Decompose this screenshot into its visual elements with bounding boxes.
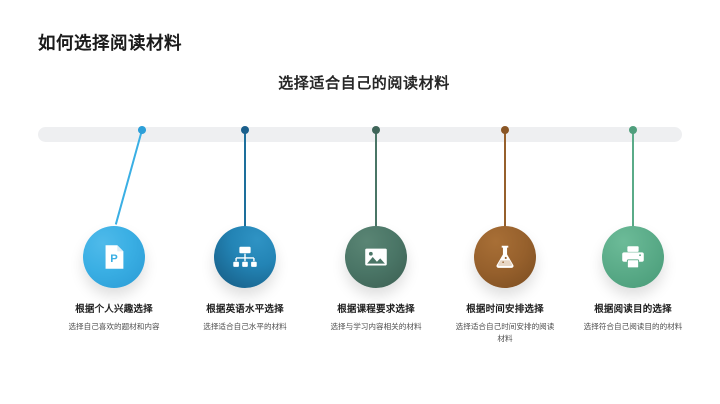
timeline-node-1[interactable]: P 根据个人兴趣选择 选择自己喜欢的题材和内容 [44, 226, 184, 333]
node-desc-2: 选择适合自己水平的材料 [203, 322, 287, 332]
connector-line-4 [501, 126, 509, 230]
svg-text:P: P [110, 253, 118, 265]
node-label-2: 根据英语水平选择 [206, 304, 284, 315]
timeline-node-5[interactable]: 根据阅读目的选择 选择符合自己阅读目的的材料 [563, 226, 703, 333]
connector-line-2 [241, 126, 249, 230]
printer-icon [618, 242, 648, 272]
file-presentation-icon: P [99, 242, 129, 272]
image-photo-icon [361, 242, 391, 272]
node-desc-5: 选择符合自己阅读目的的材料 [583, 322, 683, 332]
node-label-4: 根据时间安排选择 [466, 304, 544, 315]
node-icon-bubble-3[interactable] [345, 226, 407, 288]
node-label-3: 根据课程要求选择 [337, 304, 415, 315]
node-icon-bubble-2[interactable] [214, 226, 276, 288]
node-desc-4: 选择适合自己时间安排的阅读材料 [455, 322, 555, 344]
connector-line-1 [114, 125, 147, 225]
node-desc-3: 选择与学习内容相关的材料 [330, 322, 422, 332]
timeline-rail [38, 127, 682, 142]
node-label-1: 根据个人兴趣选择 [75, 304, 153, 315]
page-title: 如何选择阅读材料 [38, 33, 182, 53]
flask-beaker-icon [490, 242, 520, 272]
node-icon-bubble-5[interactable] [602, 226, 664, 288]
node-icon-bubble-1[interactable]: P [83, 226, 145, 288]
connector-line-3 [372, 126, 380, 230]
connector-line-5 [629, 126, 637, 230]
node-icon-bubble-4[interactable] [474, 226, 536, 288]
page-subtitle: 选择适合自己的阅读材料 [278, 75, 450, 92]
timeline-node-2[interactable]: 根据英语水平选择 选择适合自己水平的材料 [175, 226, 315, 333]
node-desc-1: 选择自己喜欢的题材和内容 [68, 322, 160, 332]
timeline-node-4[interactable]: 根据时间安排选择 选择适合自己时间安排的阅读材料 [435, 226, 575, 345]
node-label-5: 根据阅读目的选择 [594, 304, 672, 315]
sitemap-hierarchy-icon [230, 242, 260, 272]
timeline-node-3[interactable]: 根据课程要求选择 选择与学习内容相关的材料 [306, 226, 446, 333]
